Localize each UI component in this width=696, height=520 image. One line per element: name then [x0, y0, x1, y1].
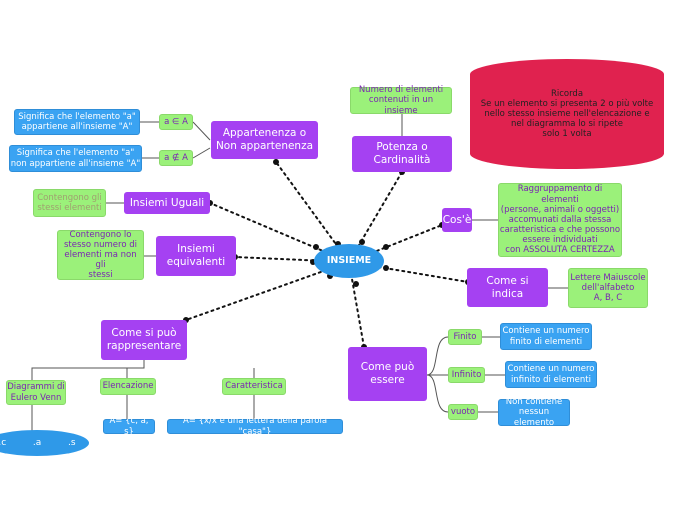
- node-cose[interactable]: Cos'è: [442, 208, 472, 232]
- node-symbol-notin[interactable]: a ∉ A: [159, 150, 193, 166]
- node-desc-in[interactable]: Significa che l'elemento "a" appartiene …: [14, 109, 140, 135]
- venn-diagram[interactable]: .c .a .s: [0, 430, 89, 456]
- node-indica-desc[interactable]: Lettere Maiuscole dell'alfabeto A, B, C: [568, 268, 648, 308]
- node-come-si-indica[interactable]: Come si indica: [467, 268, 548, 307]
- node-potenza[interactable]: Potenza o Cardinalità: [352, 136, 452, 172]
- node-elencazione[interactable]: Elencazione: [100, 378, 156, 395]
- venn-item: .s: [68, 437, 76, 448]
- center-node-insieme[interactable]: INSIEME: [314, 244, 384, 278]
- node-infinito[interactable]: Infinito: [448, 367, 485, 383]
- node-come-puo-essere[interactable]: Come può essere: [348, 347, 427, 401]
- node-finito[interactable]: Finito: [448, 329, 482, 345]
- venn-item: .a: [32, 437, 42, 448]
- node-equivalenti-desc[interactable]: Contengono lo stesso numero di elementi …: [57, 230, 144, 280]
- node-desc-notin[interactable]: Significa che l'elemento "a" non apparti…: [9, 145, 142, 172]
- node-infinito-desc[interactable]: Contiene un numero infinito di elementi: [505, 361, 597, 388]
- node-venn[interactable]: Diagrammi di Eulero Venn: [6, 380, 66, 405]
- node-uguali-desc[interactable]: Contengono gli stessi elementi: [33, 189, 106, 217]
- node-vuoto[interactable]: vuoto: [448, 404, 478, 420]
- node-finito-desc[interactable]: Contiene un numero finito di elementi: [500, 323, 592, 350]
- node-symbol-in[interactable]: a ∈ A: [159, 114, 193, 130]
- node-caratteristica[interactable]: Caratteristica: [222, 378, 286, 395]
- node-insiemi-uguali[interactable]: Insiemi Uguali: [124, 192, 210, 214]
- node-come-si-rappresentare[interactable]: Come si può rappresentare: [101, 320, 187, 360]
- node-vuoto-desc[interactable]: Non contiene nessun elemento: [498, 397, 570, 428]
- node-potenza-desc[interactable]: Numero di elementi contenuti in un insie…: [350, 85, 452, 116]
- note-ricorda: Ricorda Se un elemento si presenta 2 o p…: [470, 59, 664, 169]
- node-appartenenza[interactable]: Appartenenza o Non appartenenza: [211, 121, 318, 159]
- venn-item: .c: [0, 437, 7, 448]
- node-cose-desc[interactable]: Raggruppamento di elementi (persone, ani…: [498, 183, 622, 257]
- node-insiemi-equivalenti[interactable]: Insiemi equivalenti: [156, 236, 236, 276]
- node-elencazione-example[interactable]: A= {c, a, s}: [103, 416, 155, 437]
- node-caratteristica-example[interactable]: A= {x/x è una lettera della parola "casa…: [167, 416, 343, 437]
